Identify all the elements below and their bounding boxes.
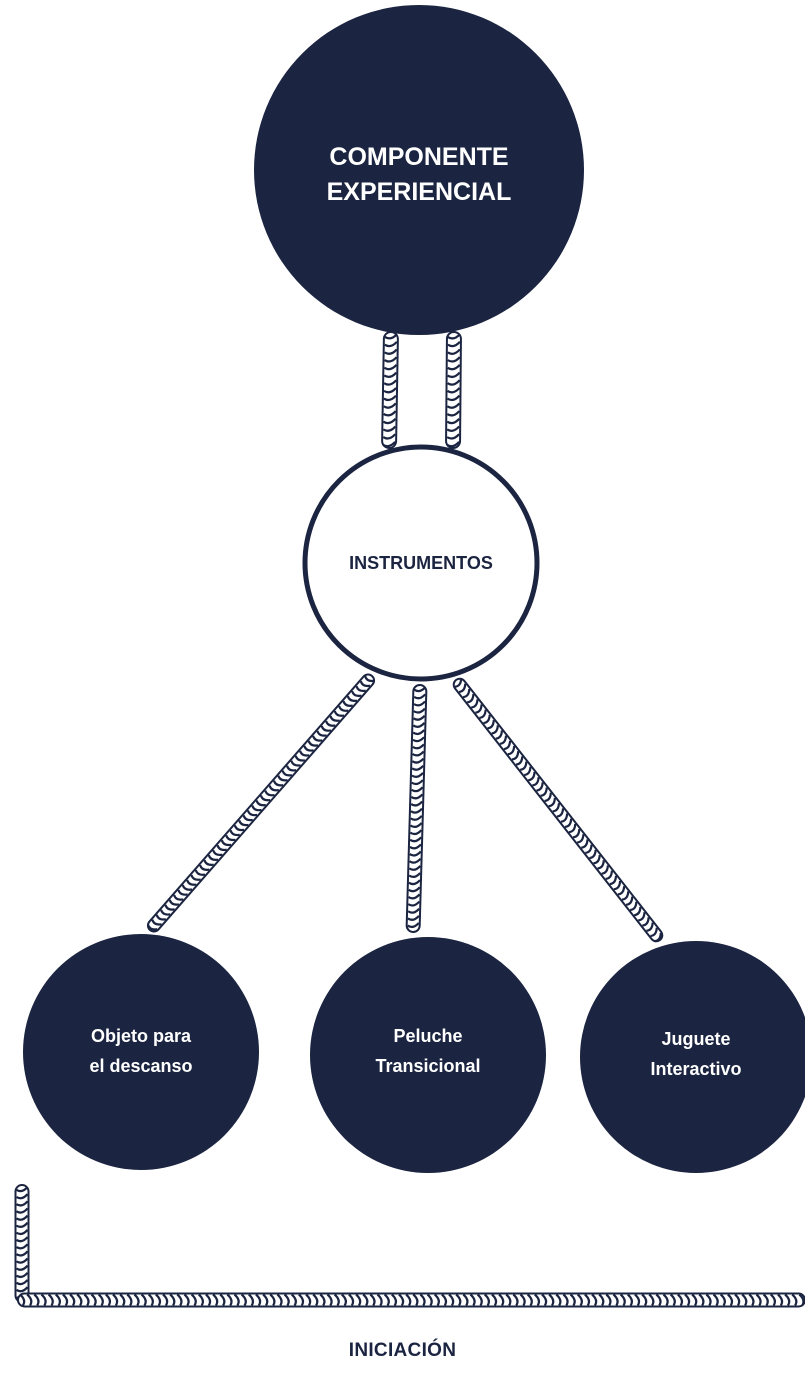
item-circle-1: [23, 934, 259, 1170]
item-1-line2: el descanso: [89, 1056, 192, 1076]
rope-connectors: [14, 330, 805, 1308]
item-3-line1: Juguete: [661, 1029, 730, 1049]
rope-main-right: [445, 330, 462, 450]
node-peluche-transicional: Peluche Transicional: [310, 937, 546, 1173]
rope-to-objeto: [146, 673, 376, 933]
rope-main-left: [381, 330, 399, 450]
item-circle-3: [580, 941, 805, 1173]
item-3-line2: Interactivo: [650, 1059, 741, 1079]
node-objeto-para-el-descanso: Objeto para el descanso: [23, 934, 259, 1170]
rope-to-juguete: [452, 677, 664, 943]
rope-to-peluche: [405, 683, 428, 934]
main-circle: [254, 5, 584, 335]
item-2-line2: Transicional: [375, 1056, 480, 1076]
main-label-line2: EXPERIENCIAL: [327, 178, 512, 206]
instruments-circle: [302, 444, 540, 682]
item-2-line1: Peluche: [393, 1026, 462, 1046]
main-label-line1: COMPONENTE: [329, 143, 508, 171]
instruments-label: INSTRUMENTOS: [349, 553, 493, 573]
node-juguete-interactivo: Juguete Interactivo: [580, 941, 805, 1173]
item-circle-2: [310, 937, 546, 1173]
footer-label-iniciacion: INICIACIÓN: [348, 1340, 457, 1361]
node-instrumentos: INSTRUMENTOS: [302, 444, 540, 682]
rope-bracket-vertical: [14, 1184, 30, 1303]
node-componente-experiencial: COMPONENTE EXPERIENCIAL: [254, 5, 584, 335]
item-1-line1: Objeto para: [91, 1026, 192, 1046]
rope-bracket-horizontal: [17, 1292, 805, 1308]
